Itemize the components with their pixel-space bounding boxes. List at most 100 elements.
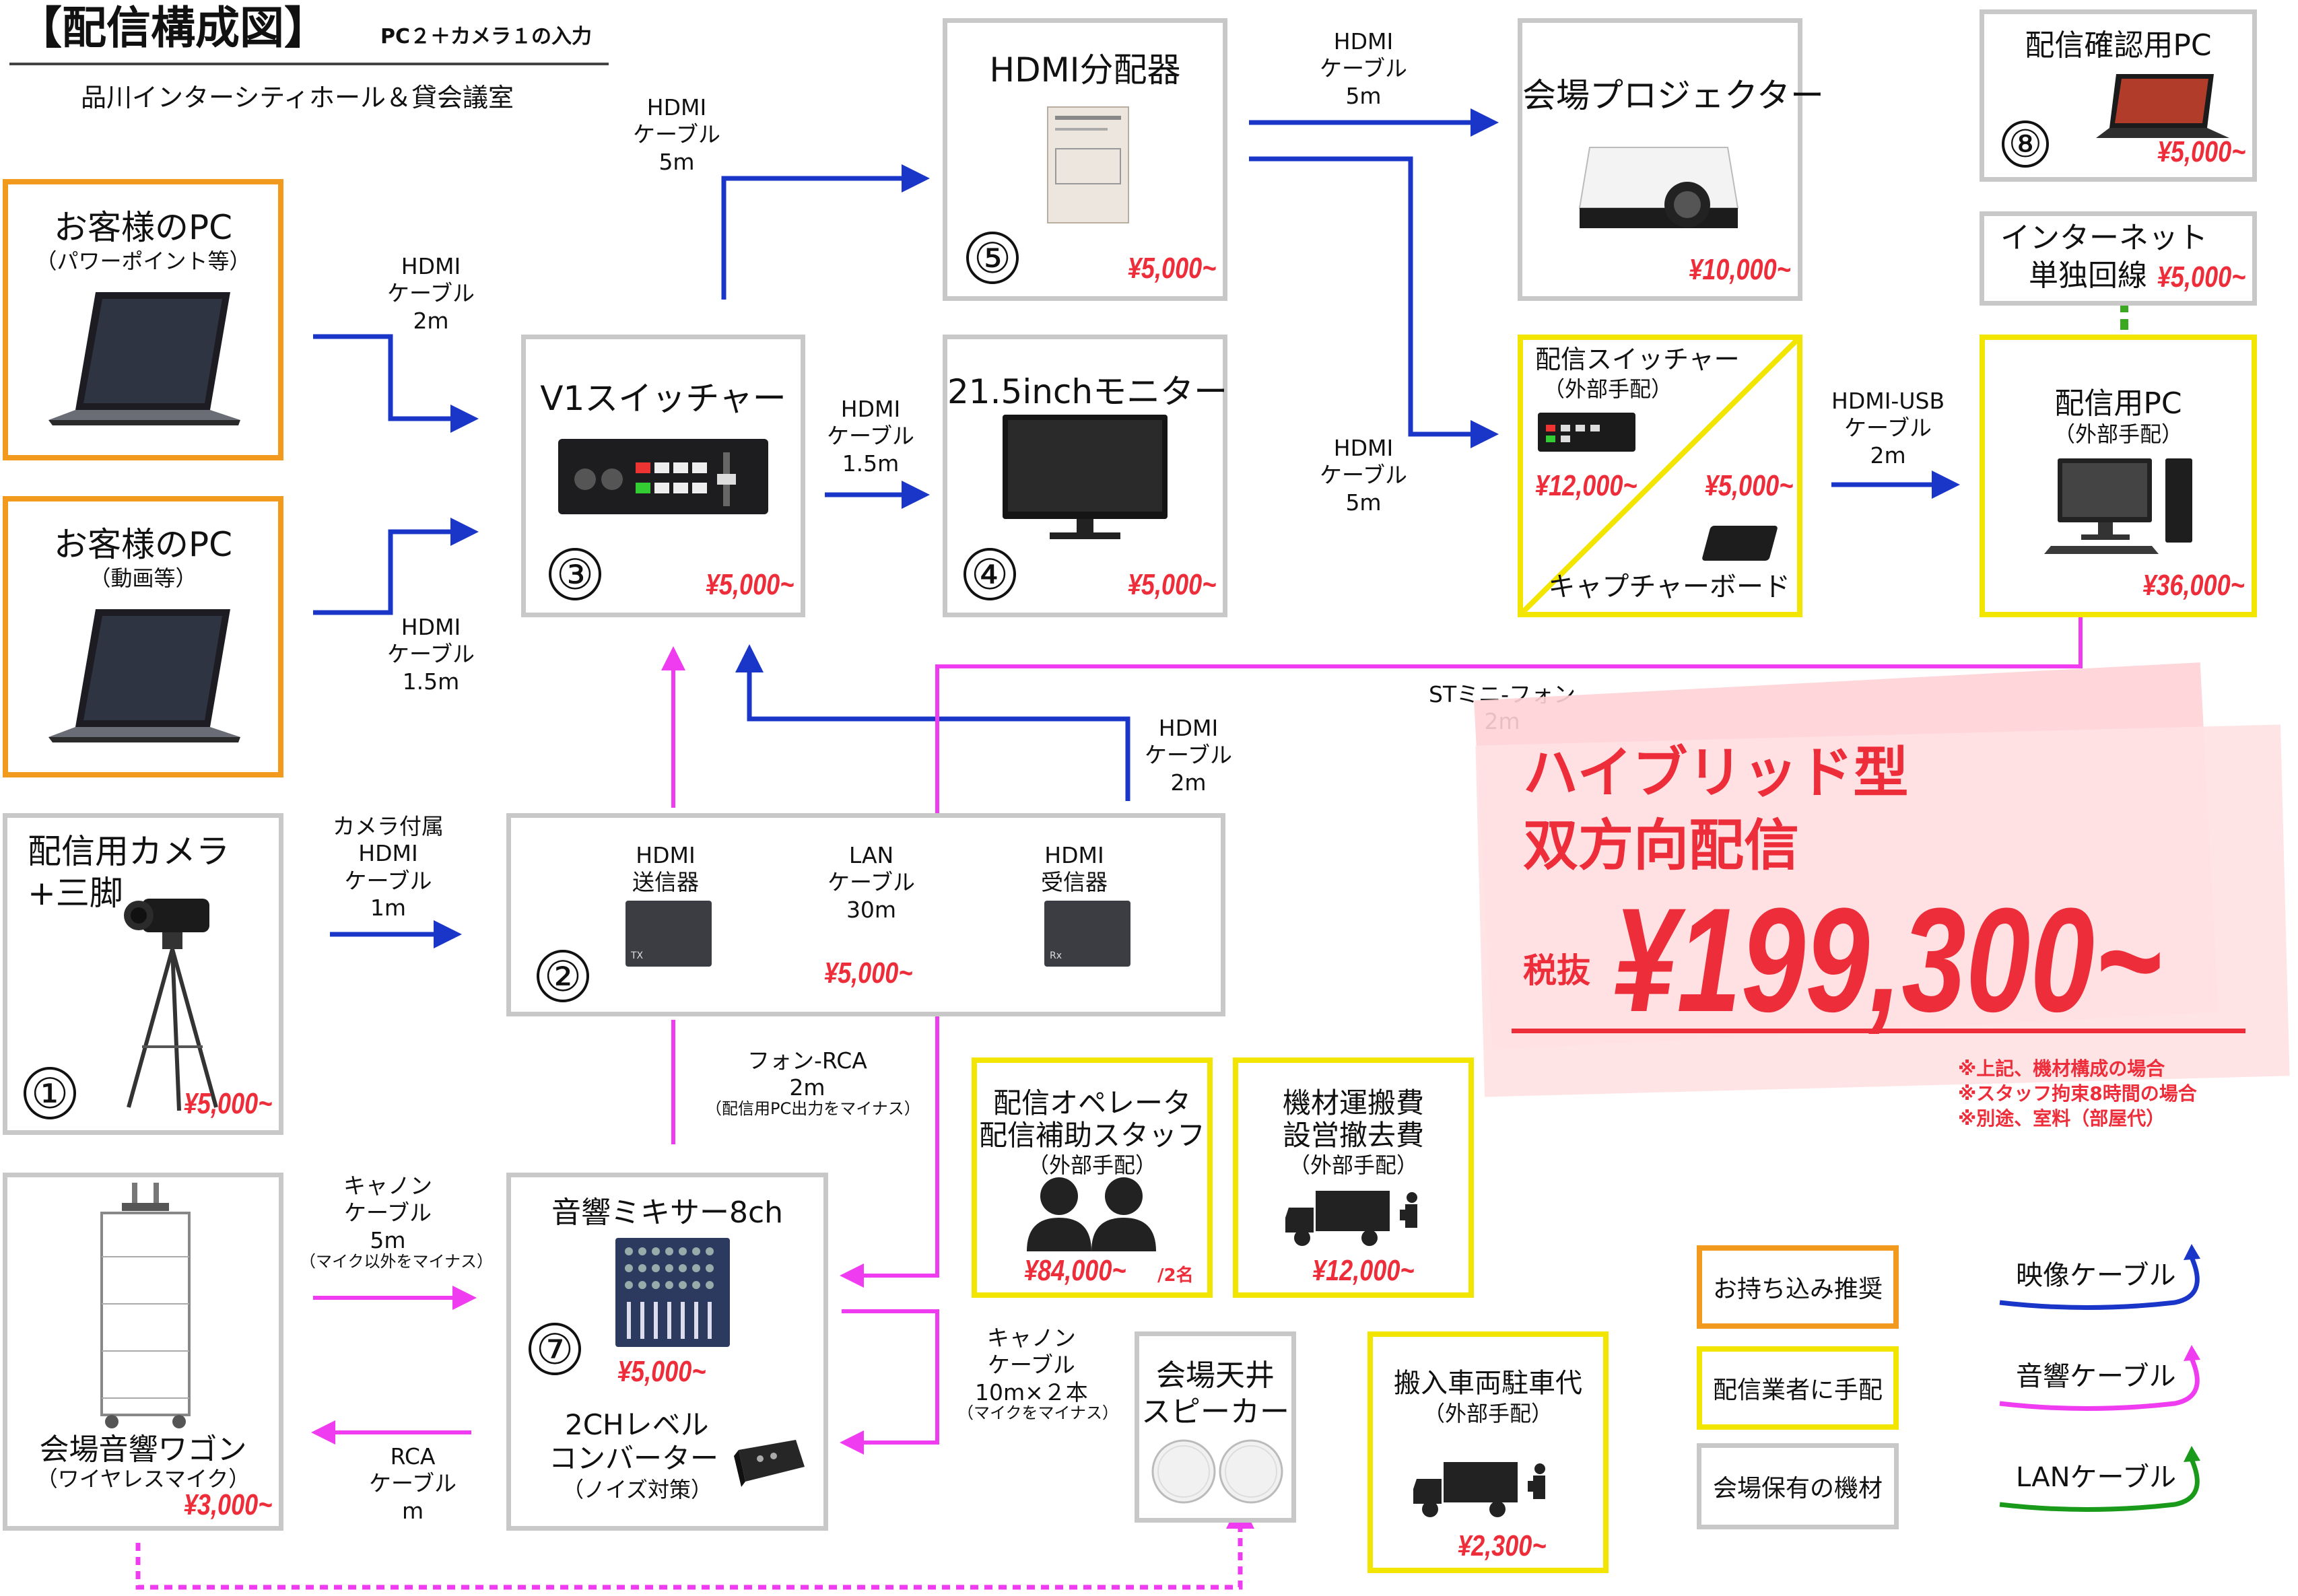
legend-video-label: 映像ケーブル bbox=[2016, 1260, 2176, 1291]
customer-pc-2-box: お客様のPC （動画等） bbox=[3, 496, 283, 777]
hdmi-splitter-title: HDMI分配器 bbox=[989, 50, 1181, 90]
hdmi-receiver-icon: Rx bbox=[1044, 901, 1130, 967]
cable-label-splitter-projector: HDMI ケーブル 5m bbox=[1320, 28, 1408, 109]
monitor-icon bbox=[1003, 415, 1168, 539]
projector-icon bbox=[1578, 147, 1739, 228]
transport-sub: （外部手配） bbox=[1288, 1152, 1418, 1178]
desktop-pc-icon bbox=[2044, 458, 2192, 554]
cable-wagon-ceiling-dotted bbox=[135, 1500, 1254, 1590]
truck-icon bbox=[1285, 1191, 1417, 1246]
legend-vendor: 配信業者に手配 bbox=[1697, 1346, 1899, 1430]
hdmi-extender-price: ¥5,000~ bbox=[824, 957, 913, 990]
total-line-1: ハイブリッド型 bbox=[1523, 741, 1909, 805]
audio-rack-icon bbox=[100, 1183, 191, 1428]
operator-per: /2名 bbox=[1157, 1265, 1194, 1286]
cable-note-phone-rca: （配信用PC出力をマイナス） bbox=[706, 1099, 920, 1118]
customer-pc-1-sub: （パワーポイント等） bbox=[35, 248, 251, 274]
capture-board-label: キャプチャーボード bbox=[1548, 571, 1790, 602]
hdmi-extender-box: HDMI 送信器 HDMI 受信器 LAN ケーブル 30m TX Rx ② ¥… bbox=[506, 813, 1225, 1016]
confirm-pc-price: ¥5,000~ bbox=[2157, 135, 2245, 168]
streaming-switcher-box: 配信スイッチャー （外部手配） ¥12,000~ ¥5,000~ キャプチャーボ… bbox=[1518, 335, 1802, 617]
streaming-pc-sub: （外部手配） bbox=[2053, 421, 2183, 447]
parking-price: ¥2,300~ bbox=[1458, 1529, 1547, 1562]
operator-price: ¥84,000~ bbox=[1024, 1254, 1126, 1287]
legend-lan-label: LANケーブル bbox=[2016, 1462, 2177, 1493]
legend-venue-label: 会場保有の機材 bbox=[1712, 1475, 1883, 1502]
level-converter-sub: （ノイズ対策） bbox=[562, 1477, 713, 1502]
cable-label-rca: RCA ケーブル m bbox=[369, 1443, 457, 1524]
monitor-number: ④ bbox=[964, 548, 1016, 600]
legend-audio-label: 音響ケーブル bbox=[2016, 1361, 2176, 1392]
monitor-price: ¥5,000~ bbox=[1127, 568, 1216, 601]
transport-price: ¥12,000~ bbox=[1312, 1254, 1415, 1287]
hdmi-splitter-price: ¥5,000~ bbox=[1127, 252, 1216, 285]
customer-pc-1-title: お客様のPC bbox=[53, 208, 233, 247]
streaming-pc-price: ¥36,000~ bbox=[2142, 569, 2245, 602]
legend-cable-swatches bbox=[1999, 1244, 2200, 1512]
cable-label-v1-monitor: HDMI ケーブル 1.5m bbox=[827, 396, 915, 477]
streaming-switcher-icon bbox=[1538, 413, 1635, 452]
confirm-pc-number: ⑧ bbox=[2002, 120, 2049, 168]
capture-board-icon bbox=[1701, 526, 1778, 561]
streaming-pc-box: 配信用PC （外部手配） ¥36,000~ bbox=[1980, 335, 2257, 617]
streaming-pc-title: 配信用PC bbox=[2054, 386, 2182, 421]
streaming-switcher-price: ¥12,000~ bbox=[1535, 469, 1637, 502]
cable-pc1-v1 bbox=[313, 334, 479, 433]
total-note-1: ※上記、機材構成の場合 bbox=[1958, 1057, 2165, 1080]
projector-title: 会場プロジェクター bbox=[1522, 76, 1824, 115]
camera-price: ¥5,000~ bbox=[183, 1087, 272, 1120]
venue-name: 品川インターシティホール＆貸会議室 bbox=[81, 83, 514, 112]
level-converter-title-2: コンバーター bbox=[549, 1442, 719, 1475]
cable-label-splitter-switcher: HDMI ケーブル 5m bbox=[1320, 435, 1408, 516]
legend-venue: 会場保有の機材 bbox=[1697, 1443, 1899, 1529]
v1-switcher-number: ③ bbox=[549, 548, 601, 600]
v1-switcher-title: V1スイッチャー bbox=[540, 379, 786, 418]
audio-mixer-title: 音響ミキサー8ch bbox=[551, 1195, 784, 1230]
legend-bring-label: お持ち込み推奨 bbox=[1712, 1276, 1883, 1303]
level-converter-icon bbox=[734, 1440, 805, 1487]
staff-icon bbox=[1027, 1177, 1156, 1251]
customer-pc-2-title: お客様のPC bbox=[53, 525, 233, 564]
total-tax-label: 税抜 bbox=[1523, 951, 1590, 990]
cable-note-canon-5m: （マイク以外をマイナス） bbox=[300, 1252, 494, 1271]
cable-label-canon-5m: キャノン ケーブル 5m bbox=[343, 1173, 432, 1253]
parking-title: 搬入車両駐車代 bbox=[1394, 1368, 1582, 1399]
customer-pc-1-box: お客様のPC （パワーポイント等） bbox=[3, 179, 283, 460]
confirm-pc-box: 配信確認用PC ⑧ ¥5,000~ bbox=[1980, 9, 2257, 182]
internet-line-box: インターネット 単独回線 ¥5,000~ bbox=[1980, 211, 2257, 306]
audio-wagon-box: 会場音響ワゴン （ワイヤレスマイク） ¥3,000~ bbox=[3, 1173, 283, 1531]
capture-board-price: ¥5,000~ bbox=[1704, 469, 1793, 502]
total-amount: ¥199,300~ bbox=[1613, 877, 2162, 1043]
hdmi-tx-label: HDMI 送信器 bbox=[632, 842, 699, 896]
camera-title-1: 配信用カメラ bbox=[28, 832, 230, 871]
audio-mixer-box: 音響ミキサー8ch ⑦ ¥5,000~ 2CHレベル コンバーター （ノイズ対策… bbox=[506, 1173, 828, 1531]
camera-title-2: +三脚 bbox=[28, 874, 123, 913]
operator-sub: （外部手配） bbox=[1027, 1152, 1157, 1178]
total-line-2: 双方向配信 bbox=[1523, 814, 1800, 878]
cable-note-canon-10m: （マイクをマイナス） bbox=[957, 1403, 1119, 1422]
cable-label-rx-v1: HDMI ケーブル 2m bbox=[1145, 715, 1233, 796]
cable-mixer-ceiling bbox=[840, 1309, 939, 1455]
operator-box: 配信オペレータ 配信補助スタッフ （外部手配） ¥84,000~ /2名 bbox=[972, 1057, 1213, 1298]
cable-splitter-switcher bbox=[1249, 156, 1499, 448]
page-subtitle: PC２＋カメラ１の入力 bbox=[380, 25, 593, 48]
hdmi-splitter-box: HDMI分配器 ⑤ ¥5,000~ bbox=[943, 18, 1227, 301]
v1-switcher-box: V1スイッチャー ③ ¥5,000~ bbox=[521, 335, 805, 617]
confirm-pc-title: 配信確認用PC bbox=[2025, 28, 2212, 63]
customer-pc-2-sub: （動画等） bbox=[89, 565, 197, 591]
gaming-laptop-icon bbox=[2096, 74, 2229, 138]
legend-bring: お持ち込み推奨 bbox=[1697, 1245, 1899, 1329]
streaming-switcher-sub: （外部手配） bbox=[1543, 376, 1673, 402]
transport-title-1: 機材運搬費 bbox=[1282, 1086, 1424, 1119]
parking-box: 搬入車両駐車代 （外部手配） ¥2,300~ bbox=[1367, 1331, 1609, 1573]
diagonal-divider bbox=[1523, 340, 1797, 612]
v1-switcher-price: ¥5,000~ bbox=[705, 568, 794, 601]
total-underline bbox=[1512, 1029, 2245, 1033]
lan-cable-label: LAN ケーブル 30m bbox=[827, 842, 916, 923]
cable-v1-splitter bbox=[721, 164, 930, 300]
streaming-switcher-title: 配信スイッチャー bbox=[1535, 345, 1740, 374]
cable-label-v1-splitter: HDMI ケーブル 5m bbox=[633, 94, 721, 175]
cable-label-pc2: HDMI ケーブル 1.5m bbox=[387, 614, 475, 695]
cable-label-canon-10m: キャノン ケーブル 10m×２本 bbox=[975, 1325, 1088, 1406]
header-underline bbox=[9, 63, 609, 65]
